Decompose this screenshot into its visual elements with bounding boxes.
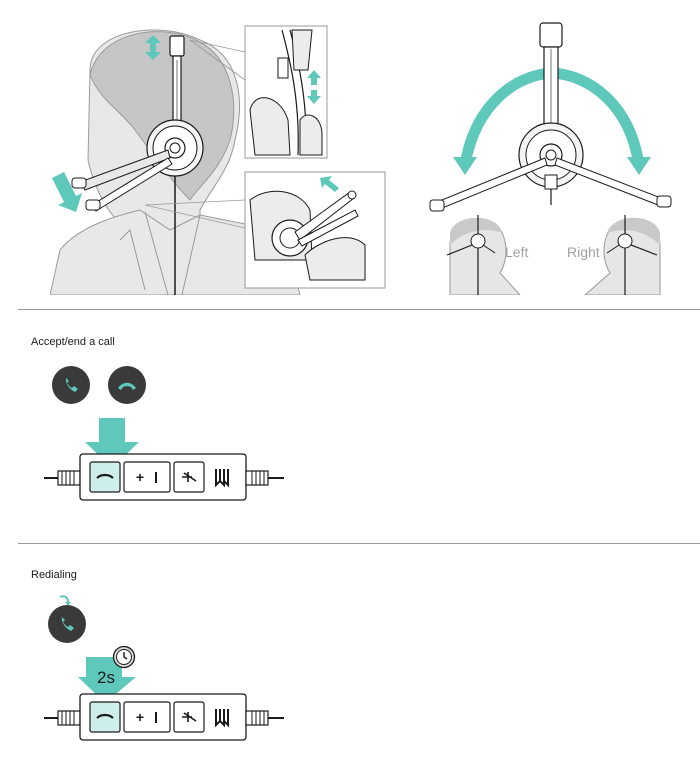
microphone-boom	[71, 149, 173, 212]
clock-icon	[112, 645, 136, 669]
redial-icon	[48, 595, 86, 643]
call-button[interactable]	[89, 701, 121, 733]
section-title-redialing: Redialing	[31, 569, 77, 581]
volume-up-label: +	[136, 469, 144, 485]
end-call-icon	[108, 366, 146, 404]
left-side-wear-figure	[446, 215, 521, 295]
inset-boom-rotate	[244, 171, 386, 289]
inline-remote-control: +	[44, 693, 284, 741]
section-title-accept-end: Accept/end a call	[31, 336, 115, 348]
inline-remote-control: +	[44, 453, 284, 501]
headset-fitting-illustration	[50, 25, 386, 295]
headband	[169, 35, 185, 132]
section-divider	[18, 309, 700, 310]
brand-logo	[215, 469, 229, 488]
volume-rocker[interactable]	[123, 461, 171, 493]
accept-call-icon	[52, 366, 90, 404]
inset-headband-adjust	[244, 25, 328, 159]
hold-duration-label: 2s	[97, 668, 115, 687]
hold-arrow-icon: 2s	[78, 657, 136, 703]
boom-side-illustration: Left Right	[429, 22, 672, 295]
volume-rocker[interactable]	[123, 701, 171, 733]
lower-boom-arrow-icon	[52, 172, 82, 212]
brand-logo	[215, 709, 229, 728]
adjust-headband-arrow-icon	[145, 35, 161, 60]
call-button[interactable]	[89, 461, 121, 493]
section-divider	[18, 543, 700, 544]
press-arrow-icon	[85, 418, 139, 468]
right-side-wear-figure	[584, 215, 661, 295]
right-label: Right	[567, 244, 600, 260]
volume-up-label: +	[136, 709, 144, 725]
left-label: Left	[505, 244, 528, 260]
